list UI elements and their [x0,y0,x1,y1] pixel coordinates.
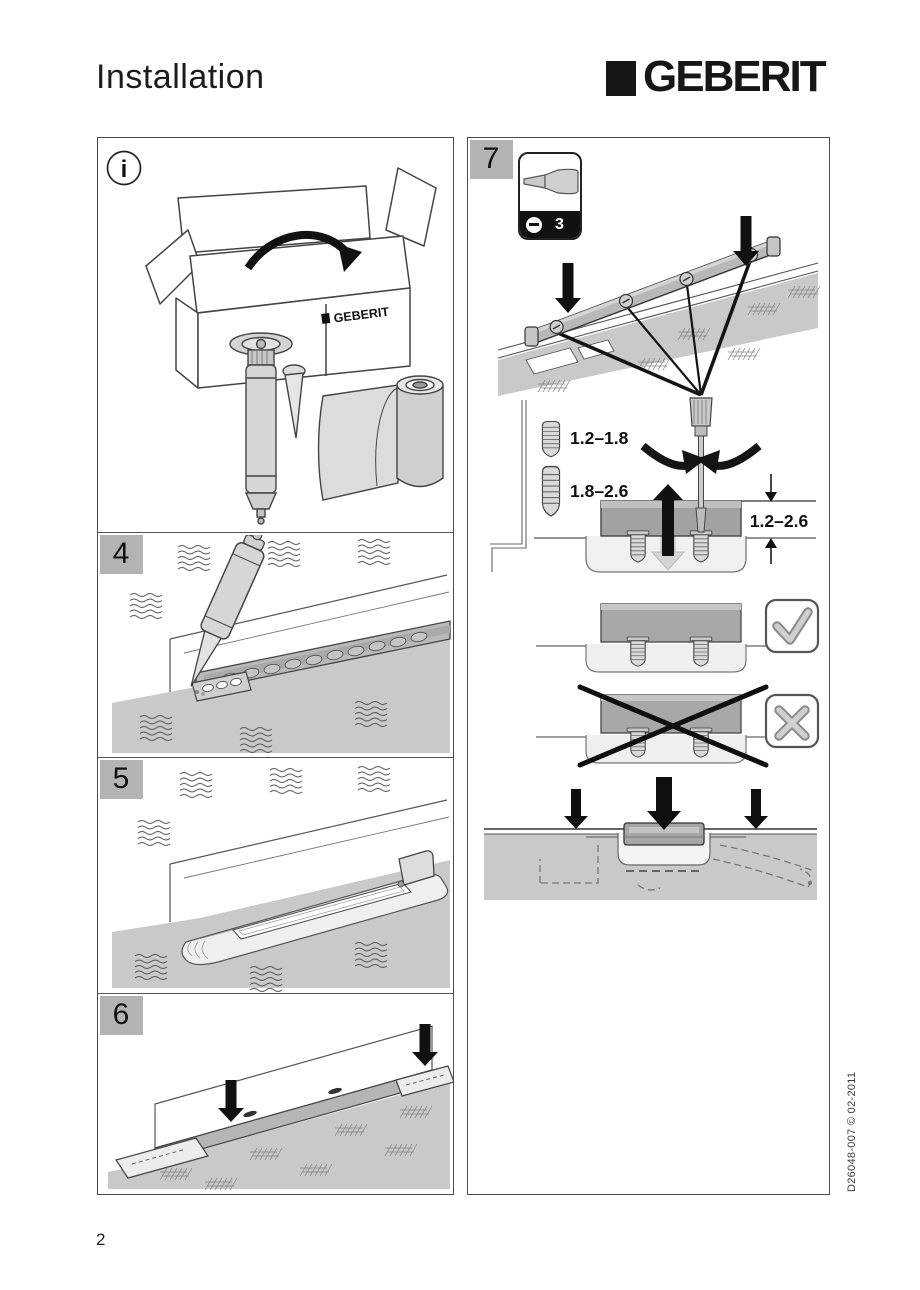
arrow-down-icon [555,263,581,313]
step5-label: 5 [99,759,143,799]
right-panel: 7 3 [467,137,830,1195]
illustration-press-channel [484,777,817,900]
membrane-flap-left [115,1137,209,1179]
arrow-down-icon [412,1024,438,1066]
step4-label: 4 [99,534,143,574]
arrow-down-icon [564,789,588,829]
rotation-arrows-icon [640,442,762,474]
sealant-cartridge [190,535,265,687]
illustration-membrane [112,766,450,992]
hidden-drain-pipe [539,844,815,891]
step7-label: 7 [469,139,513,179]
doc-reference: D26048-007 © 02-2011 [846,1071,858,1192]
floor-area [498,273,818,396]
logo-square-icon [606,61,636,96]
sealant-cartridge [229,332,306,525]
slot-screw-icon [526,216,542,233]
membrane-roll [317,375,444,501]
carton-logo-text: GEBERIT [333,305,390,326]
illustration-apply-adhesive [112,535,451,753]
dimension-label: 1.2–2.6 [750,511,809,531]
screw-short-label: 1.2–1.8 [570,428,629,448]
illustration-unboxing: i GEBERIT [106,150,444,525]
arrow-down-icon [744,789,768,829]
floor-area [108,1082,450,1189]
curved-arrow-icon [244,230,362,272]
screw-short-icon [541,420,561,458]
arrow-up-icon [653,484,683,556]
cross-out-line [577,684,769,768]
illustration-insert-rail [497,216,821,396]
step4-section: 4 [98,532,453,757]
carton-box [145,167,437,389]
info-icon-glyph: i [121,156,128,183]
step5-section: 5 [98,757,453,993]
info-icon [106,150,142,186]
carton-logo: GEBERIT [321,305,390,326]
dimension-indicator: 1.2–2.6 [741,474,816,564]
illustration-adjust-screws: 1.2–1.8 1.8–2.6 [490,397,816,573]
step6-label: 6 [99,995,143,1035]
carton-logo-square-icon [321,313,331,324]
logo-text: GEBERIT [643,52,827,101]
left-panel: i GEBERIT [97,137,454,1195]
membrane-flap-right [395,1065,453,1097]
screw-long-icon [541,465,561,517]
screwdriver-tool [689,397,713,533]
cross-badge [764,693,820,749]
arrow-down-large-icon [647,777,681,830]
illustration-incorrect-position [536,684,820,768]
screw-long-label: 1.8–2.6 [570,481,629,501]
info-section: i GEBERIT [98,138,453,532]
footer-page-number: 2 [96,1230,106,1249]
squeegee-tool [398,850,435,886]
arrow-down-icon [218,1080,244,1122]
channel-opening [232,882,412,940]
page-title: Installation [96,58,265,96]
illustration-correct-position [536,598,820,673]
screwdriver-icon [523,168,579,195]
tool-badge: 3 [518,152,582,240]
geberit-logo: GEBERIT [606,52,827,101]
arrow-down-icon [733,216,759,266]
check-badge [764,598,820,654]
illustration-press-membrane [108,1024,453,1191]
floor-area [112,635,450,753]
tool-size-bar: 3 [520,211,580,238]
tool-size-label: 3 [555,215,564,233]
step6-section: 6 [98,993,453,1196]
